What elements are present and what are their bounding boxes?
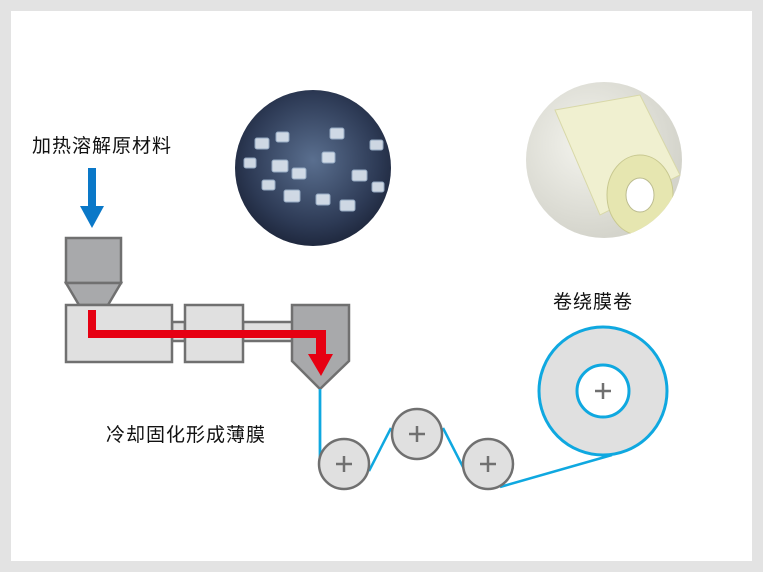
film-roll-photo	[526, 82, 682, 238]
hopper-funnel	[63, 281, 124, 307]
film-path	[318, 389, 613, 489]
roller-1	[317, 437, 371, 491]
label-heat-melt: 加热溶解原材料	[32, 135, 173, 157]
wound-film-roll	[537, 325, 669, 457]
label-wind-roll: 卷绕膜卷	[553, 291, 634, 313]
label-cool-form: 冷却固化形成薄膜	[106, 424, 267, 446]
roller-2	[390, 407, 444, 461]
pellets-photo	[235, 90, 391, 246]
feed-arrow	[80, 168, 104, 228]
roller-3	[461, 437, 515, 491]
hopper	[64, 236, 123, 285]
